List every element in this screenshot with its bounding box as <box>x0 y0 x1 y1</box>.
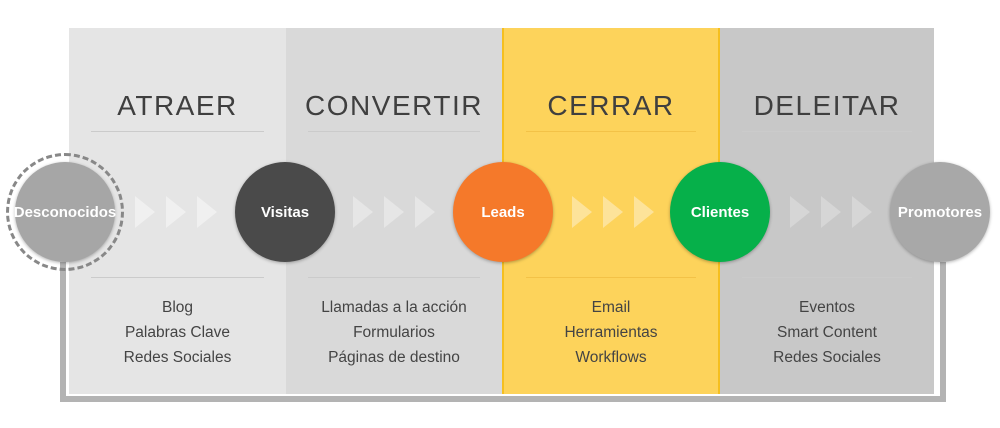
tool-item: Email <box>591 299 631 316</box>
stage-tools: Email Herramientas Workflows <box>504 295 718 370</box>
tool-item: Blog <box>161 299 194 316</box>
chevron-right-icon <box>135 196 155 228</box>
node-clientes: Clientes <box>670 162 770 262</box>
stage-tools: Blog Palabras Clave Redes Sociales <box>69 295 286 370</box>
chevron-right-icon <box>572 196 592 228</box>
divider <box>91 131 264 132</box>
tool-item: Redes Sociales <box>773 349 881 366</box>
stage-title: CERRAR <box>547 90 675 121</box>
tool-item: Workflows <box>575 349 647 366</box>
divider <box>742 277 912 278</box>
feedback-loop-line <box>60 262 946 402</box>
tool-item: Llamadas a la acción <box>321 299 467 316</box>
node-desconocidos: Desconocidos <box>14 162 116 262</box>
chevron-right-icon <box>852 196 872 228</box>
tool-item: Formularios <box>353 324 435 341</box>
tool-item: Herramientas <box>564 324 658 341</box>
divider <box>526 277 696 278</box>
stage-tools: Llamadas a la acción Formularios Páginas… <box>286 295 502 370</box>
tool-item: Redes Sociales <box>123 349 232 366</box>
chevron-right-icon <box>790 196 810 228</box>
stage-title: DELEITAR <box>753 90 901 121</box>
node-promotores: Promotores <box>890 162 990 262</box>
chevron-right-icon <box>415 196 435 228</box>
stage-title: ATRAER <box>117 90 238 121</box>
stage-tools: Eventos Smart Content Redes Sociales <box>720 295 934 370</box>
chevron-right-icon <box>634 196 654 228</box>
tool-item: Páginas de destino <box>328 349 460 366</box>
node-leads: Leads <box>453 162 553 262</box>
chevron-right-icon <box>197 196 217 228</box>
tool-item: Smart Content <box>777 324 877 341</box>
chevron-right-icon <box>166 196 186 228</box>
chevron-right-icon <box>353 196 373 228</box>
stage-title: CONVERTIR <box>305 90 483 121</box>
chevron-right-icon <box>384 196 404 228</box>
divider <box>742 131 912 132</box>
node-visitas: Visitas <box>235 162 335 262</box>
dashed-ring <box>6 153 124 271</box>
chevron-right-icon <box>603 196 623 228</box>
divider <box>91 277 264 278</box>
divider <box>308 277 480 278</box>
chevron-right-icon <box>821 196 841 228</box>
divider <box>308 131 480 132</box>
tool-item: Eventos <box>798 299 855 316</box>
tool-item: Palabras Clave <box>124 324 231 341</box>
divider <box>526 131 696 132</box>
